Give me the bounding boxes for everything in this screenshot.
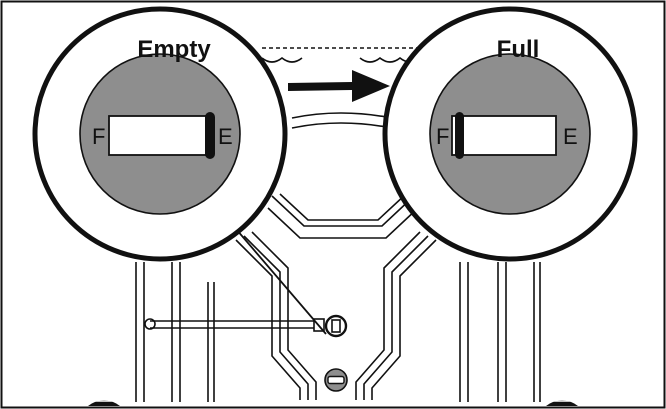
callout-full: Full F E (382, 6, 638, 262)
gauge-needle-full (455, 112, 464, 159)
chevron-right-mid (363, 235, 429, 400)
side-panel-left (135, 262, 181, 402)
chevron-right-inner (371, 239, 437, 400)
chevron-right-outer (355, 231, 421, 400)
callout-full-title: Full (497, 36, 540, 63)
right-arrow-icon (288, 70, 390, 102)
recess-upper-inner (279, 193, 407, 221)
callout-empty-title: Empty (137, 36, 211, 63)
gauge-letter-e-empty: E (218, 124, 233, 149)
chevron-left-inner (235, 239, 301, 400)
callout-empty: Empty F E (32, 6, 288, 262)
inner-rail-left (207, 282, 215, 402)
gauge-letter-f-full: F (436, 124, 449, 149)
fuel-cap-icon (324, 368, 348, 392)
recess-upper-outer (271, 195, 415, 227)
gauge-letter-f-empty: F (92, 124, 105, 149)
machine-outline (135, 47, 541, 402)
chevron-left-mid (243, 235, 309, 400)
lever-pivot (144, 318, 156, 330)
gauge-window-empty (108, 115, 214, 156)
gauge-window-full (451, 115, 557, 156)
wheel-right (546, 400, 578, 406)
wheel-left (88, 400, 120, 406)
inner-rail-right (533, 262, 541, 402)
leader-line (229, 221, 327, 335)
recess-upper-base (267, 207, 419, 239)
gauge-letter-e-full: E (563, 124, 578, 149)
rim-scallops (261, 56, 421, 63)
chevron-left-outer (251, 231, 317, 400)
side-panel-right (459, 262, 507, 402)
body-curve-2 (291, 122, 393, 129)
lever-rod (150, 320, 318, 329)
body-curve-1 (291, 112, 393, 119)
gauge-needle-empty (205, 112, 215, 159)
